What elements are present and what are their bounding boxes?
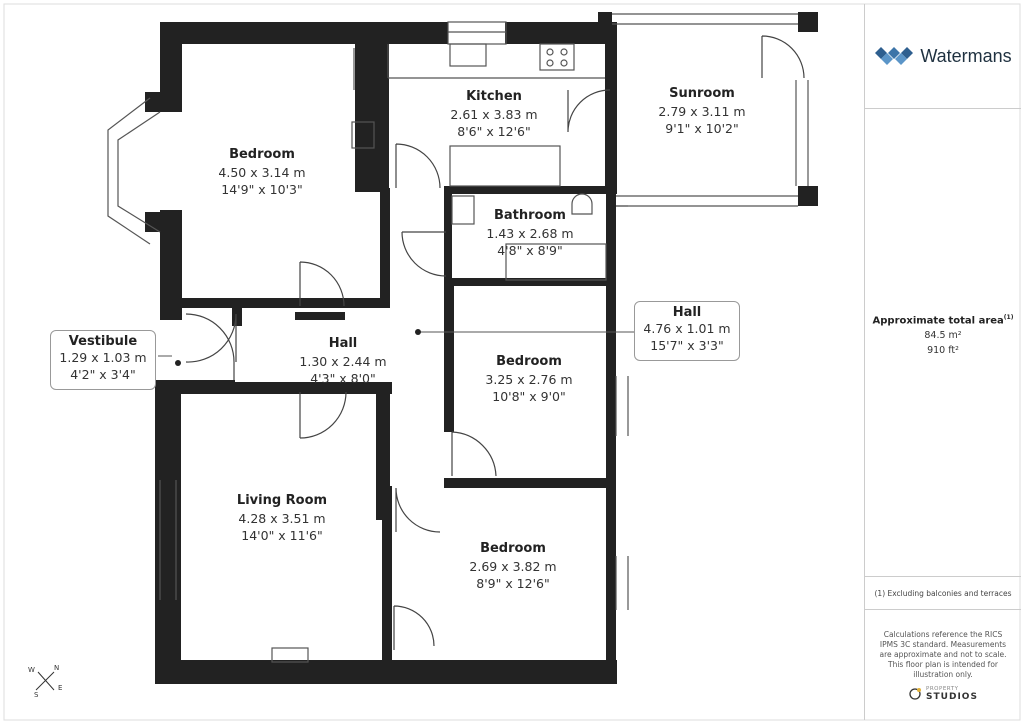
room-metric: 4.28 x 3.51 m — [238, 511, 325, 526]
compass-n: N — [54, 664, 59, 672]
footnote: (1) Excluding balconies and terraces — [874, 588, 1012, 598]
room-name: Bathroom — [494, 208, 566, 223]
ring-logo-icon — [909, 688, 922, 700]
callout-imperial: 15'7" x 3'3" — [650, 338, 724, 353]
room-metric: 1.43 x 2.68 m — [486, 226, 573, 241]
room-sunroom: Sunroom 2.79 x 3.11 m 9'1" x 10'2" — [658, 86, 745, 136]
doors — [185, 35, 805, 650]
room-name: Kitchen — [466, 89, 522, 104]
fittings — [107, 13, 809, 663]
callout-name: Hall — [672, 305, 702, 320]
room-name: Bedroom — [229, 147, 295, 162]
brand-header: Watermans — [865, 4, 1021, 109]
room-bedroom-2: Bedroom 3.25 x 2.76 m 10'8" x 9'0" — [485, 354, 572, 404]
disclaimer: Calculations reference the RICS IPMS 3C … — [879, 630, 1007, 679]
callout-hall: Hall 4.76 x 1.01 m 15'7" x 3'3" — [634, 301, 740, 361]
total-area: Approximate total area(1) 84.5 m² 910 ft… — [865, 314, 1021, 356]
callout-metric: 4.76 x 1.01 m — [643, 321, 731, 336]
room-bedroom-1: Bedroom 4.50 x 3.14 m 14'9" x 10'3" — [218, 147, 305, 197]
room-imperial: 8'9" x 12'6" — [476, 576, 549, 591]
room-kitchen: Kitchen 2.61 x 3.83 m 8'6" x 12'6" — [450, 89, 537, 139]
brand-name: Watermans — [920, 45, 1012, 66]
area-imperial: 910 ft² — [927, 345, 959, 357]
room-metric: 2.79 x 3.11 m — [658, 104, 745, 119]
room-metric: 2.69 x 3.82 m — [469, 559, 556, 574]
room-metric: 4.50 x 3.14 m — [218, 165, 305, 180]
room-imperial: 4'3" x 8'0" — [310, 371, 376, 386]
room-metric: 2.61 x 3.83 m — [450, 107, 537, 122]
room-hall: Hall 1.30 x 2.44 m 4'3" x 8'0" — [299, 336, 386, 386]
room-living-room: Living Room 4.28 x 3.51 m 14'0" x 11'6" — [237, 493, 327, 543]
diamond-logo-icon — [875, 47, 914, 65]
compass-s: S — [34, 691, 39, 699]
producer-big: STUDIOS — [926, 692, 978, 702]
compass-e: E — [58, 684, 62, 692]
room-imperial: 10'8" x 9'0" — [492, 389, 565, 404]
area-metric: 84.5 m² — [924, 330, 962, 342]
room-name: Living Room — [237, 493, 327, 508]
room-name: Bedroom — [480, 541, 546, 556]
info-sidebar: Watermans Approximate total area(1) 84.5… — [864, 4, 1021, 720]
walls — [145, 12, 818, 684]
room-name: Sunroom — [669, 86, 735, 101]
callout-vestibule: Vestibule 1.29 x 1.03 m 4'2" x 3'4" — [50, 330, 156, 390]
room-imperial: 4'8" x 8'9" — [497, 243, 563, 258]
callout-imperial: 4'2" x 3'4" — [70, 367, 136, 382]
room-bedroom-3: Bedroom 2.69 x 3.82 m 8'9" x 12'6" — [469, 541, 556, 591]
callout-name: Vestibule — [68, 334, 138, 349]
footnote-block: (1) Excluding balconies and terraces — [865, 576, 1021, 610]
room-metric: 3.25 x 2.76 m — [485, 372, 572, 387]
hall-leader — [158, 329, 634, 366]
compass-icon: N E S W — [28, 664, 62, 699]
producer-small: PROPERTY — [926, 686, 959, 692]
callout-metric: 1.29 x 1.03 m — [59, 350, 147, 365]
room-imperial: 14'9" x 10'3" — [221, 182, 302, 197]
room-metric: 1.30 x 2.44 m — [299, 354, 386, 369]
compass-w: W — [28, 666, 35, 674]
producer-logo: PROPERTY STUDIOS — [865, 686, 1021, 702]
room-bathroom: Bathroom 1.43 x 2.68 m 4'8" x 8'9" — [486, 208, 573, 258]
area-title: Approximate total area(1) — [872, 314, 1014, 327]
room-imperial: 9'1" x 10'2" — [665, 121, 738, 136]
room-name: Hall — [329, 336, 358, 351]
room-imperial: 14'0" x 11'6" — [241, 528, 322, 543]
room-imperial: 8'6" x 12'6" — [457, 124, 530, 139]
room-name: Bedroom — [496, 354, 562, 369]
